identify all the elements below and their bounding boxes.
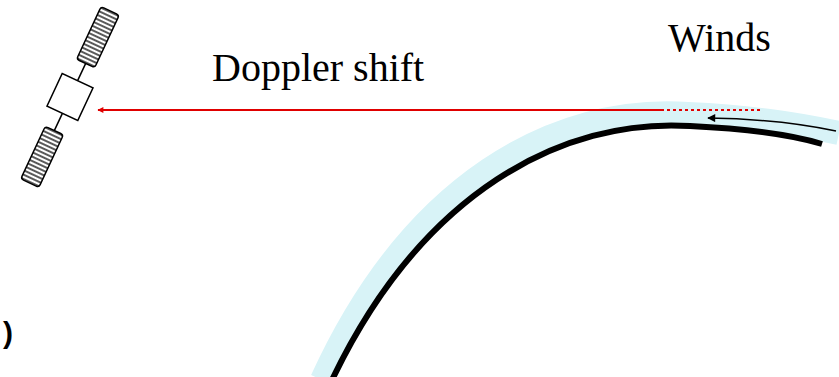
- wind-arrow: [708, 118, 836, 131]
- line-of-sight-arrow: [98, 109, 662, 111]
- winds-label: Winds: [668, 18, 771, 58]
- doppler-shift-label: Doppler shift: [212, 48, 424, 88]
- satellite-symbol: [14, 4, 125, 191]
- line-of-sight-dotted: [662, 109, 760, 111]
- panel-letter: ): [3, 318, 13, 348]
- earth-surface: [332, 125, 822, 377]
- atmosphere-band: [322, 113, 839, 377]
